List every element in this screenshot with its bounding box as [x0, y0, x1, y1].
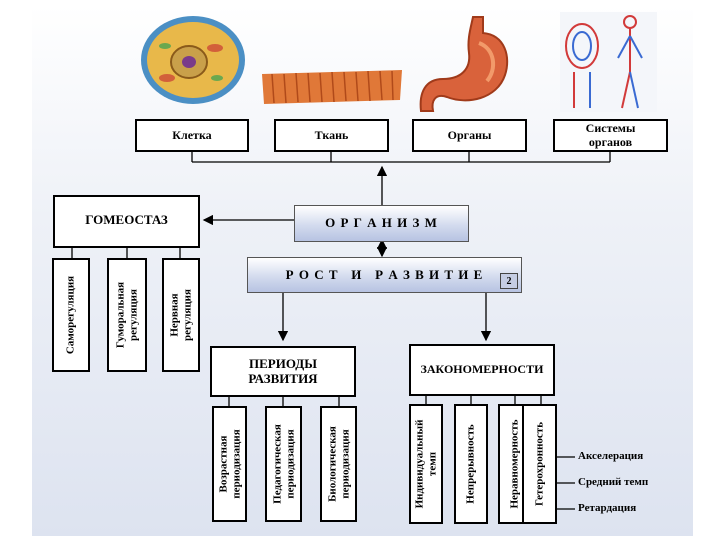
homeostasis-item-self-regulation: Саморегуляция — [52, 258, 90, 372]
organism-box: О Р Г А Н И З М — [294, 205, 469, 242]
patterns-item-label: Неравномерность — [508, 419, 521, 509]
slide-number-badge: 2 — [500, 273, 518, 289]
patterns-item-label: Непрерывность — [464, 424, 477, 504]
growth-development-box: Р О С Т И Р А З В И Т И Е 2 — [247, 257, 522, 293]
tissue-label: Ткань — [314, 127, 349, 142]
patterns-item-label: Индивидуальный темп — [413, 419, 438, 509]
periods-item-label: Педагогическая периодизация — [270, 424, 296, 504]
cell-label: Клетка — [172, 127, 212, 142]
patterns-item-heterochrony: Гетерохронность — [522, 404, 557, 524]
organism-label: О Р Г А Н И З М — [325, 215, 438, 231]
periods-item-label: Биологическая периодизация — [325, 426, 351, 502]
patterns-item-continuity: Непрерывность — [454, 404, 488, 524]
stomach-illustration — [419, 16, 509, 112]
periods-item-biological: Биологическая периодизация — [320, 406, 357, 522]
periods-item-label: Возрастная периодизация — [216, 429, 242, 499]
patterns-item-individual-tempo: Индивидуальный темп — [409, 404, 443, 524]
patterns-item-label: Гетерохронность — [533, 421, 546, 507]
periods-title: ПЕРИОДЫ РАЗВИТИЯ — [248, 356, 318, 386]
homeostasis-item-humoral: Гуморальная регуляция — [107, 258, 147, 372]
patterns-title: ЗАКОНОМЕРНОСТИ — [420, 362, 544, 377]
growth-development-label: Р О С Т И Р А З В И Т И Е — [285, 266, 484, 282]
homeostasis-title: ГОМЕОСТАЗ — [85, 212, 168, 227]
organ-systems-label: Системы органов — [585, 121, 636, 149]
homeostasis-item-label: Нервная регуляция — [168, 289, 193, 341]
homeostasis-item-nervous: Нервная регуляция — [162, 258, 200, 372]
organ-systems-box: Системы органов — [553, 119, 668, 152]
organs-label: Органы — [447, 127, 492, 142]
cell-illustration — [141, 16, 245, 104]
periods-item-pedagogical: Педагогическая периодизация — [265, 406, 302, 522]
patterns-box: ЗАКОНОМЕРНОСТИ — [409, 344, 555, 396]
tempo-average-label: Средний темп — [578, 476, 649, 488]
organ-systems-illustration — [560, 12, 657, 112]
tempo-retardation-label: Ретардация — [578, 502, 637, 514]
periods-box: ПЕРИОДЫ РАЗВИТИЯ — [210, 346, 356, 397]
periods-item-age: Возрастная периодизация — [212, 406, 247, 522]
cell-box: Клетка — [135, 119, 249, 152]
homeostasis-item-label: Саморегуляция — [64, 275, 77, 355]
homeostasis-box: ГОМЕОСТАЗ — [53, 195, 200, 248]
tissue-illustration — [262, 70, 402, 104]
homeostasis-item-label: Гуморальная регуляция — [114, 281, 139, 349]
organs-box: Органы — [412, 119, 527, 152]
tissue-box: Ткань — [274, 119, 389, 152]
tempo-acceleration-label: Акселерация — [578, 450, 644, 462]
